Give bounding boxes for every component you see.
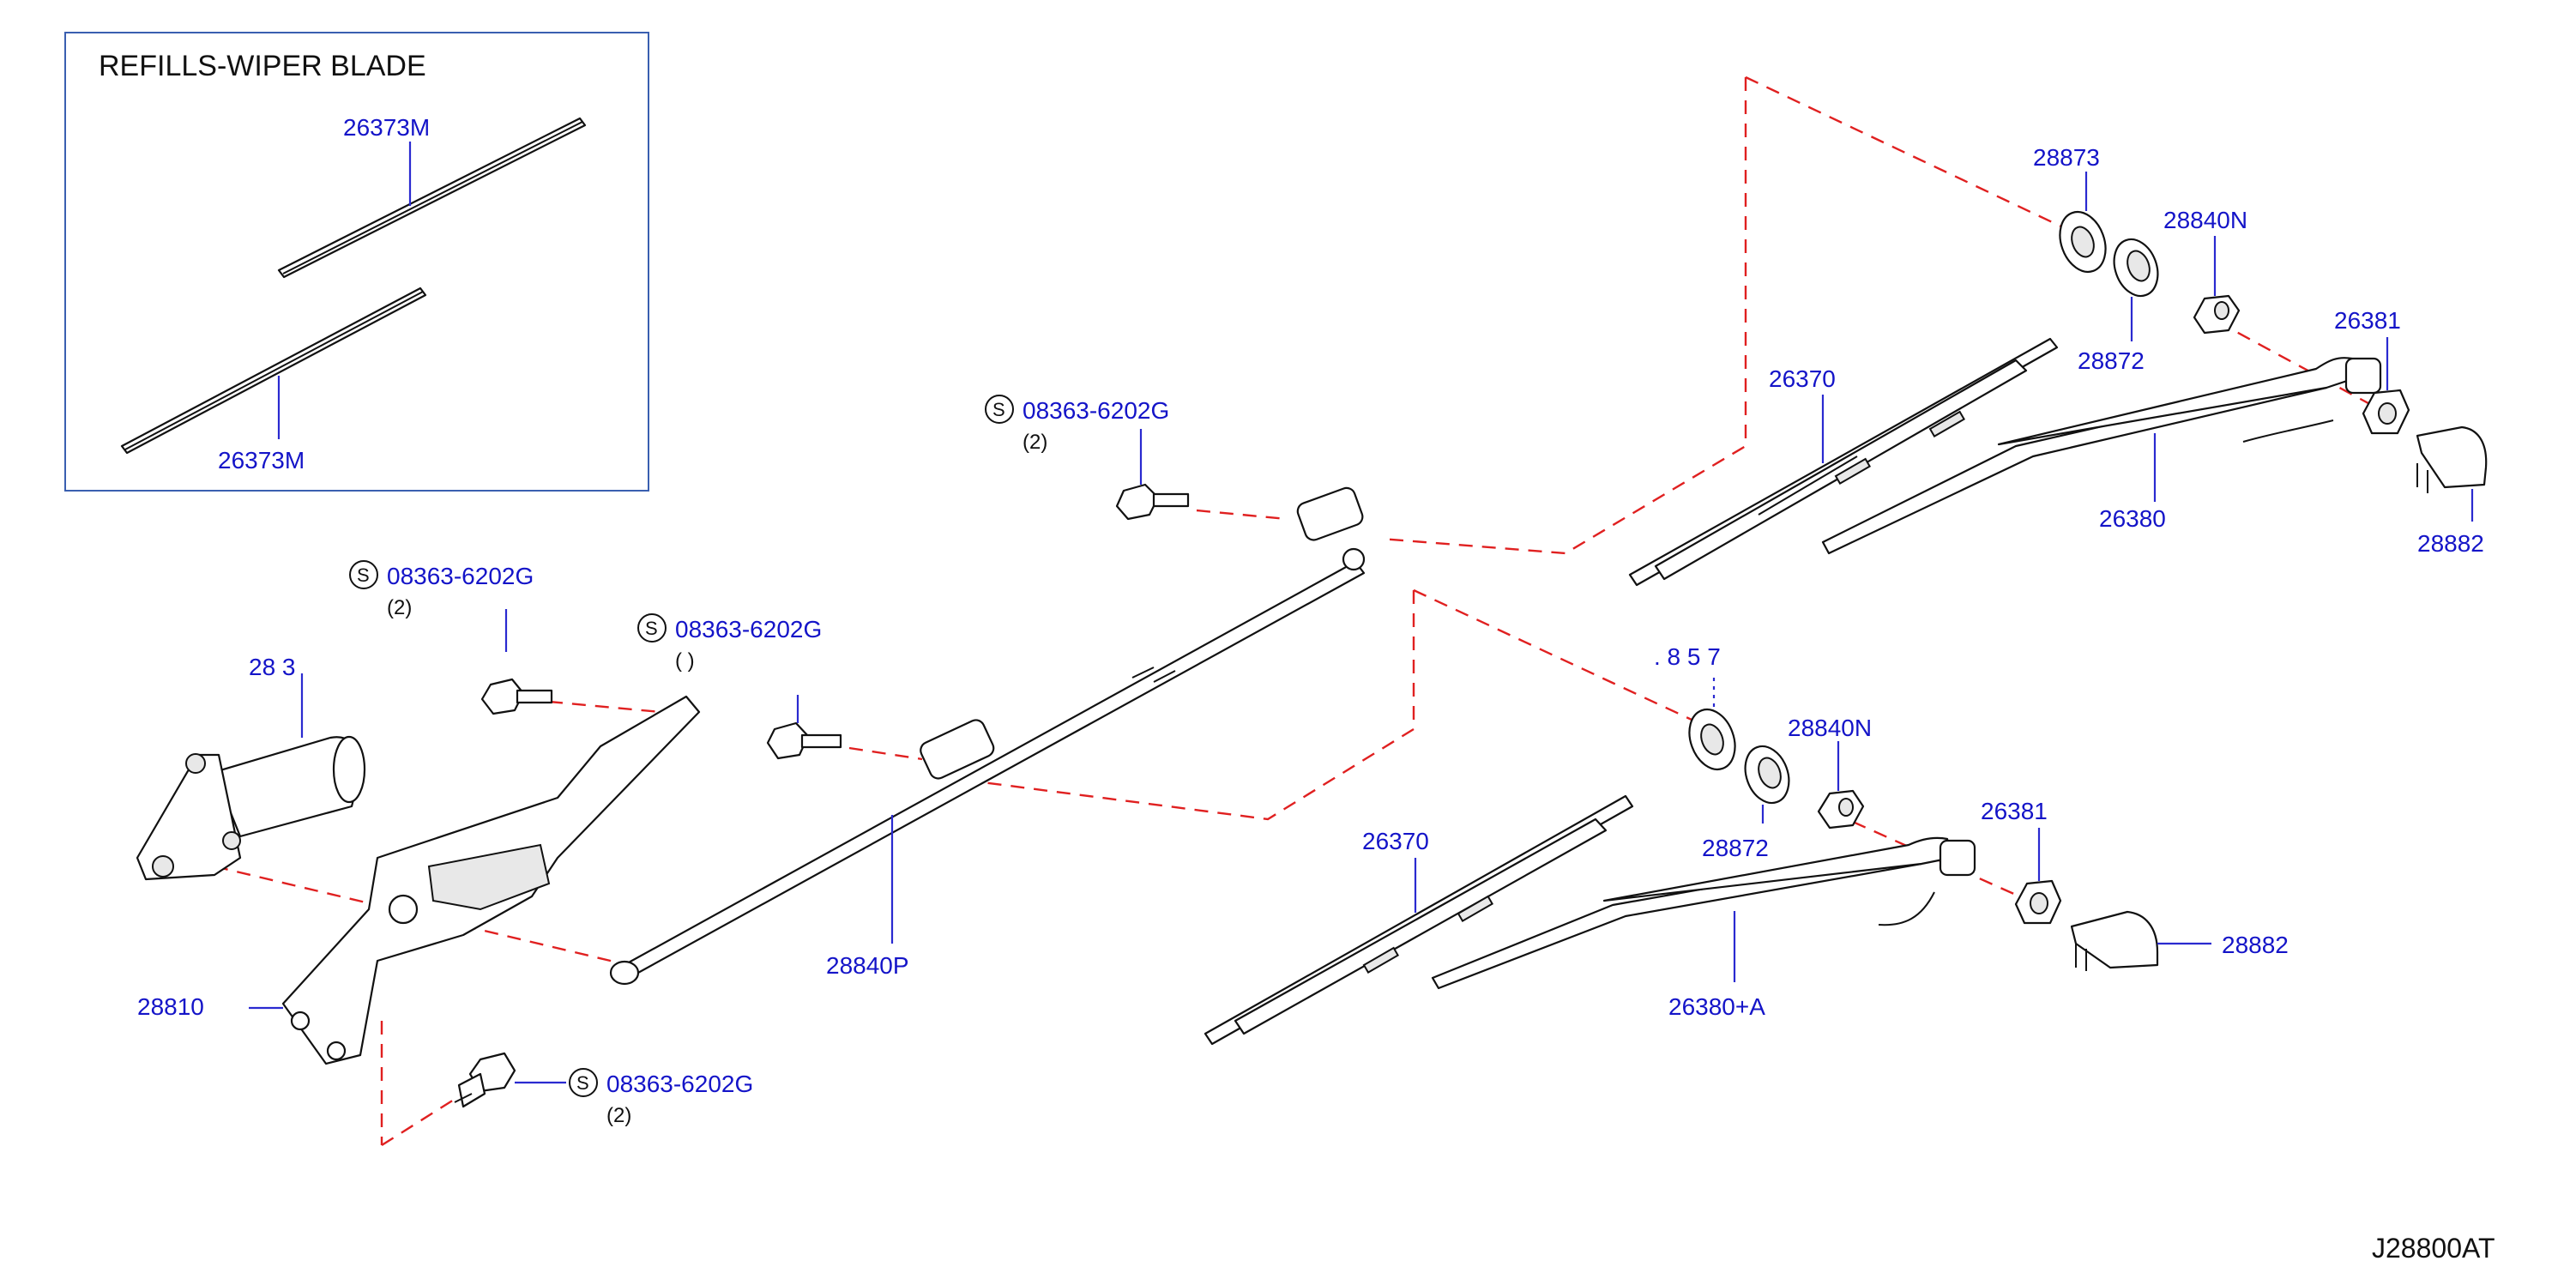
bolt-bottom[interactable] [454,1052,516,1108]
label-26373m-bottom: 26373M [218,447,305,474]
diagram-reference-code: J28800AT [2372,1233,2495,1264]
part-28882-cover-low[interactable] [2070,910,2159,971]
inset-border [64,32,649,492]
wiper-motor[interactable] [136,735,366,881]
label-28882-low: 28882 [2222,932,2289,958]
lower-wiper-arm[interactable] [1431,836,1976,990]
refill-strip-lower[interactable] [120,287,427,455]
label-28882-top: 28882 [2417,530,2484,557]
part-28882-cover-top[interactable] [2416,425,2488,493]
label-26380: 26380 [2099,505,2166,532]
svg-text:S: S [357,564,370,586]
part-28873-cap[interactable] [2052,206,2114,279]
wiper-frame-bracket[interactable] [281,695,701,1065]
label-bolt-top: 08363-6202G [1023,397,1169,424]
refills-inset: REFILLS-WIPER BLADE 26373M 26373M [64,32,649,492]
assembly-dash-lines [214,75,2377,1147]
label-26373m-top: 26373M [343,114,430,141]
qty-bolt-top: (2) [1023,431,1047,454]
label-2887-low-partial: . 8 5 7 [1654,643,1721,670]
label-26380a: 26380+A [1668,993,1765,1020]
linkage-rod-28840p[interactable] [609,486,1366,986]
svg-text:S: S [992,399,1005,420]
s-symbol-top: S [985,395,1014,424]
label-28810: 28810 [137,993,204,1020]
part-28872-spacer-top[interactable] [2107,233,2165,302]
label-motor-partial: 28 3 [249,654,296,680]
label-28872-low: 28872 [1702,835,1769,861]
label-bolt-mid: 08363-6202G [675,616,822,643]
bolt-top[interactable] [1115,483,1190,521]
svg-text:S: S [576,1072,589,1094]
part-26381-nut-low[interactable] [2014,879,2062,925]
upper-wiper-arm[interactable] [1821,357,2382,555]
svg-text:S: S [645,618,658,639]
label-26381-low: 26381 [1981,798,2048,824]
part-28872-spacer-low[interactable] [1738,740,1796,809]
label-28873: 28873 [2033,144,2100,171]
s-symbol-bottom: S [569,1068,598,1097]
qty-bolt-bottom: (2) [606,1104,631,1127]
s-symbol-left: S [349,560,378,589]
label-28840n-top: 28840N [2163,207,2247,233]
label-28840p: 28840P [826,952,909,979]
label-28840n-low: 28840N [1788,715,1872,741]
refill-strip-upper[interactable] [277,117,587,279]
label-26370-low: 26370 [1362,828,1429,854]
part-28840n-nut-top[interactable] [2193,294,2241,335]
label-28872-top: 28872 [2078,347,2145,374]
qty-bolt-left: (2) [387,596,412,619]
part-28840n-nut-low[interactable] [1817,789,1865,830]
part-26381-nut-top[interactable] [2362,389,2410,435]
s-symbol-mid: S [637,613,667,643]
label-bolt-left: 08363-6202G [387,563,534,589]
lower-wiper-blade[interactable] [1204,794,1634,1046]
inset-title: REFILLS-WIPER BLADE [99,50,426,82]
bolt-mid[interactable] [766,721,842,760]
label-26381-top: 26381 [2334,307,2401,334]
label-26370-top: 26370 [1769,365,1836,392]
bolt-left[interactable] [480,678,553,715]
part-28873-cap-low[interactable] [1681,703,1743,776]
qty-bolt-mid: ( ) [675,649,695,673]
upper-wiper-blade[interactable] [1628,337,2059,587]
label-bolt-bottom: 08363-6202G [606,1071,753,1097]
